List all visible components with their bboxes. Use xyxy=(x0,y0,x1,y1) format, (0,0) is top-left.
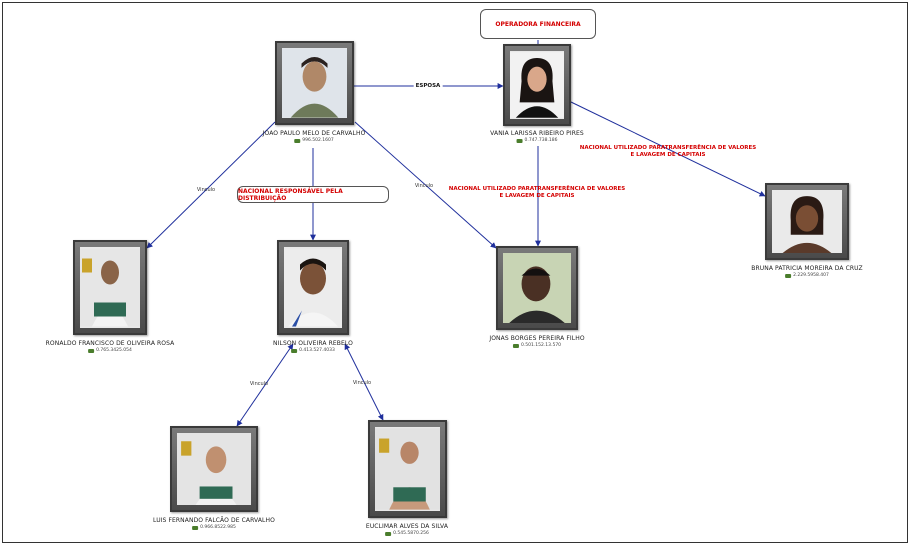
edge-label-vinculo-luis: Vinculo xyxy=(249,381,269,387)
photo-joao[interactable] xyxy=(275,41,354,125)
id-card-icon xyxy=(516,138,523,143)
name-nilson: NILSON OLIVEIRA REBELO xyxy=(273,340,353,347)
link-nilson-luis xyxy=(236,343,294,427)
name-luis: LUIS FERNANDO FALCÃO DE CARVALHO xyxy=(153,517,275,524)
callout-responsavel-distribuicao: NACIONAL RESPONSÁVEL PELA DISTRIBUIÇÃO xyxy=(237,186,389,203)
id-card-icon xyxy=(192,525,199,530)
id-joao: 996.502.1607 xyxy=(294,138,334,143)
name-vania: VANIA LARISSA RIBEIRO PIRES xyxy=(490,130,584,137)
name-joao: JOAO PAULO MELO DE CARVALHO xyxy=(262,130,366,137)
id-euclimar: 0.545.5870.256 xyxy=(385,531,429,536)
label-lavagem-bruna: NACIONAL UTILIZADO PARATRANSFERÊNCIA DE … xyxy=(579,145,757,158)
id-jonas: 0.501.152.13.570 xyxy=(512,343,561,348)
id-card-icon xyxy=(291,348,298,353)
callout-operadora-financeira: OPERADORA FINANCEIRA xyxy=(480,9,596,39)
link-vania-bruna xyxy=(570,101,766,197)
photo-bruna[interactable] xyxy=(765,183,849,260)
edge-label-vinculo-euclimar: Vinculo xyxy=(352,380,372,386)
name-euclimar: EUCLIMAR ALVES DA SILVA xyxy=(365,523,449,530)
id-luis: 0.966.8522.985 xyxy=(192,525,236,530)
name-bruna: BRUNA PATRICIA MOREIRA DA CRUZ xyxy=(751,265,863,272)
photo-vania[interactable] xyxy=(503,44,571,126)
id-vania: 0.747.738.186 xyxy=(516,138,557,143)
name-ronaldo: RONALDO FRANCISCO DE OLIVEIRA ROSA xyxy=(45,340,175,347)
name-jonas: JONAS BORGES PEREIRA FILHO xyxy=(489,335,585,342)
photo-jonas[interactable] xyxy=(496,246,578,330)
id-card-icon xyxy=(785,273,792,278)
photo-nilson[interactable] xyxy=(277,240,349,335)
photo-euclimar[interactable] xyxy=(368,420,447,518)
link-nilson-euclimar xyxy=(344,343,384,421)
photo-luis[interactable] xyxy=(170,426,258,512)
edge-label-vinculo-ronaldo: Vinculo xyxy=(196,187,216,193)
photo-ronaldo[interactable] xyxy=(73,240,147,335)
label-lavagem-jonas: NACIONAL UTILIZADO PARATRANSFERÊNCIA DE … xyxy=(448,186,626,199)
id-ronaldo: 0.765.3425.054 xyxy=(88,348,132,353)
link-joao-jonas xyxy=(354,121,497,249)
id-card-icon xyxy=(512,343,519,348)
id-bruna: 2.229.5958.407 xyxy=(785,273,829,278)
edge-label-vinculo-jonas: Vinculo xyxy=(414,183,434,189)
edge-label-esposa: ESPOSA xyxy=(413,83,443,89)
link-joao-ronaldo xyxy=(146,121,276,249)
id-card-icon xyxy=(88,348,95,353)
id-card-icon xyxy=(294,138,301,143)
id-nilson: 0.413.527.4033 xyxy=(291,348,335,353)
id-card-icon xyxy=(385,531,392,536)
